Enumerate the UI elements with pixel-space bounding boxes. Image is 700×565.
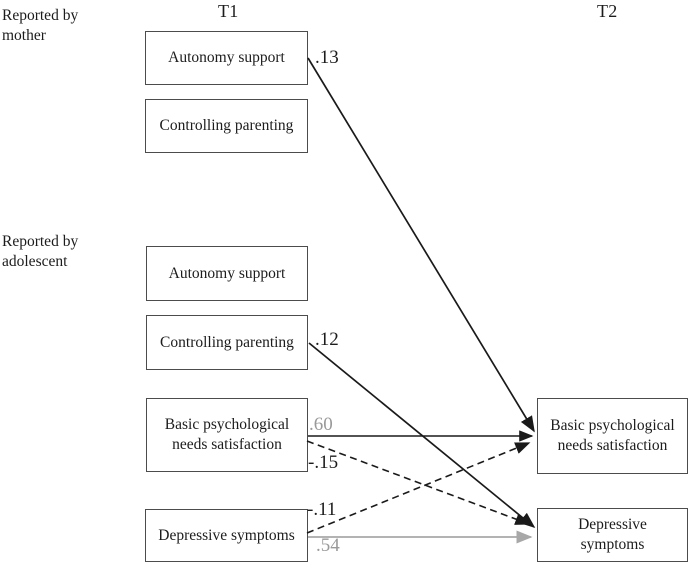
coefficient-depressive-stability: .54 [316, 535, 340, 556]
box-t1-depressive-symptoms: Depressive symptoms [145, 509, 308, 562]
reporter-label-mother: Reported by mother [2, 6, 122, 47]
coefficient-mother-autonomy-to-needs: .13 [315, 47, 339, 68]
column-header-t2: T2 [597, 1, 618, 21]
box-t1-needs-satisfaction: Basic psychological needs satisfaction [146, 398, 308, 472]
box-mother-controlling-parenting: Controlling parenting [145, 99, 308, 153]
box-mother-autonomy-support: Autonomy support [145, 31, 308, 85]
arrow-needs-to-depressive-dashed [306, 440, 531, 525]
arrow-mother-autonomy-to-needs [307, 57, 535, 433]
reporter-label-adolescent: Reported by adolescent [2, 232, 122, 273]
box-adolescent-autonomy-support: Autonomy support [146, 246, 308, 301]
reporter-mother-line1: Reported by [2, 7, 79, 24]
coefficient-depressive-to-needs: -.11 [307, 499, 337, 520]
arrow-depressive-to-needs-dashed [306, 442, 531, 534]
arrow-controlling-to-depressive [308, 342, 536, 529]
coefficient-needs-stability: .60 [309, 414, 333, 435]
reporter-adolescent-line2: adolescent [2, 253, 68, 271]
box-adolescent-controlling-parenting: Controlling parenting [146, 315, 308, 370]
coefficient-needs-to-depressive: -.15 [308, 452, 339, 473]
box-t2-needs-satisfaction: Basic psychological needs satisfaction [537, 398, 688, 474]
reporter-adolescent-line1: Reported by [2, 233, 79, 250]
reporter-mother-line2: mother [2, 27, 46, 45]
box-t2-depressive-symptoms: Depressive symptoms [537, 508, 688, 562]
coefficient-controlling-to-depressive: .12 [315, 329, 339, 350]
column-header-t1: T1 [218, 1, 239, 21]
